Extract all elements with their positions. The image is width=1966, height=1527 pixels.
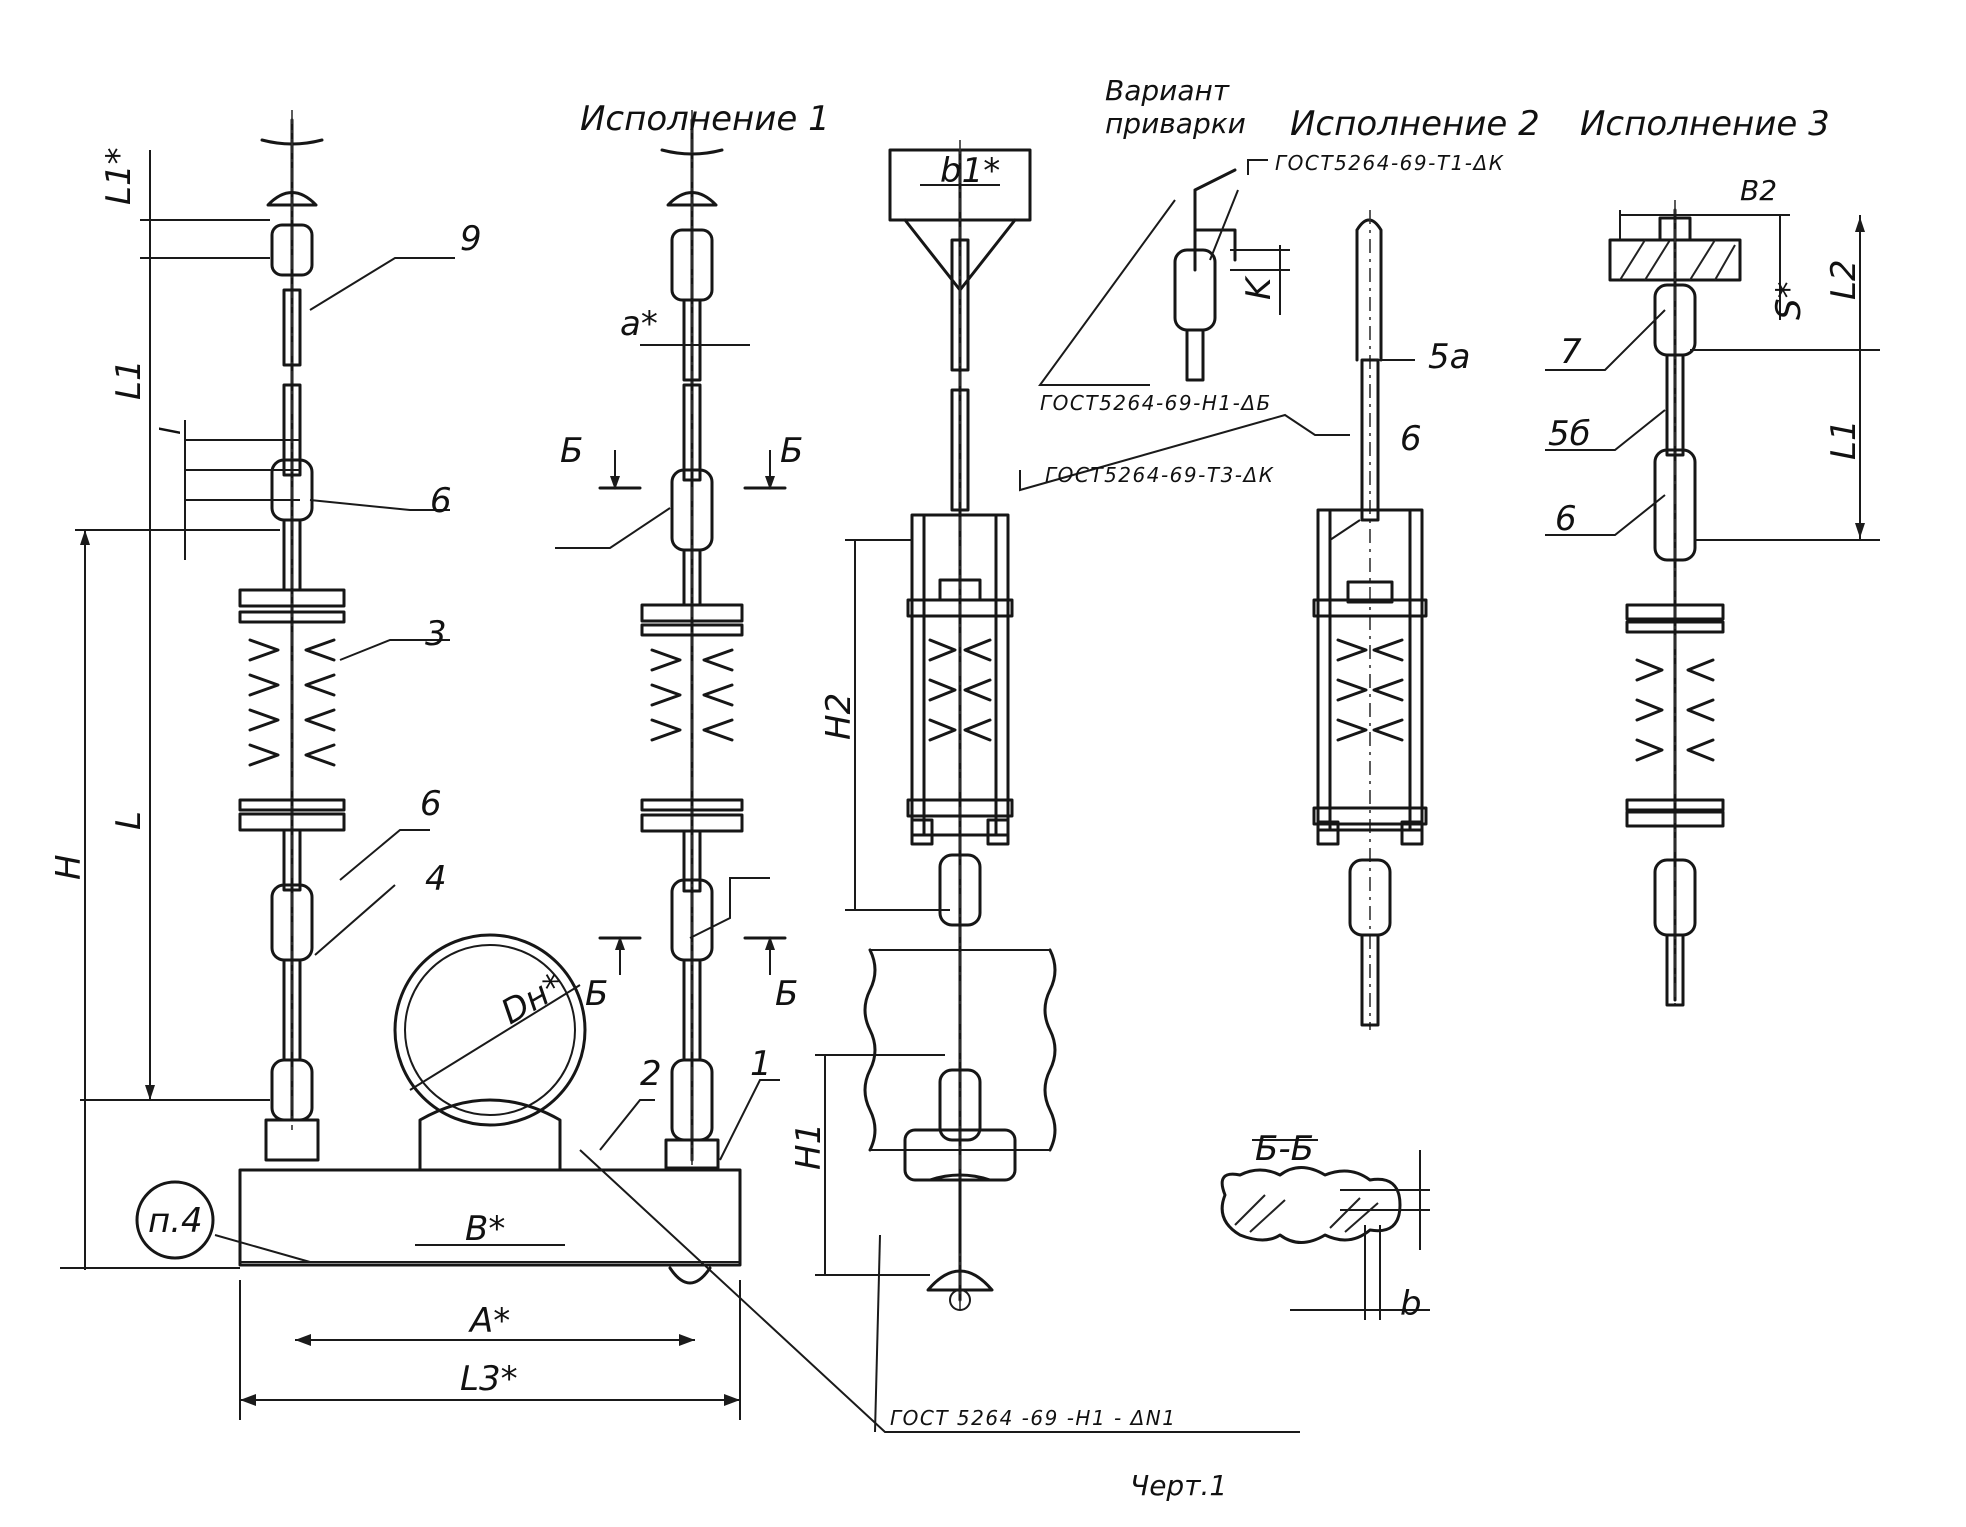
part-5b: 5б xyxy=(1548,414,1591,454)
dim-L: L xyxy=(109,811,149,830)
variant-1-assembly xyxy=(555,110,787,1170)
weld-option-line1: Вариант xyxy=(1105,74,1230,107)
variant-3-assembly xyxy=(1545,200,1880,1010)
middle-assembly xyxy=(815,140,1057,1311)
dim-A-star: A* xyxy=(468,1301,510,1341)
left-dimensions xyxy=(60,150,300,1270)
variant-1-title: Исполнение 1 xyxy=(580,99,830,139)
note-ref-circle xyxy=(135,1180,215,1260)
dim-L1: L1 xyxy=(109,359,149,400)
dim-b2: B2 xyxy=(1740,174,1777,207)
part-5a: 5a xyxy=(1428,337,1470,377)
gost-h1-b-label: ГОСТ5264-69-Н1-ΔБ xyxy=(1040,391,1272,415)
dim-H: H xyxy=(49,854,89,880)
dim-Dn: Dн* xyxy=(495,965,572,1032)
cut-label-upper-left: Б xyxy=(560,431,583,471)
cut-label-upper-right: Б xyxy=(780,431,803,471)
base-plate xyxy=(238,1168,742,1420)
dim-L1-v3: L1 xyxy=(1824,419,1864,460)
pipe xyxy=(393,933,587,1172)
dim-s-star: S* xyxy=(1769,281,1809,320)
part-9: 9 xyxy=(460,219,482,259)
part-6-upper: 6 xyxy=(430,481,452,521)
dim-b: b xyxy=(1400,1284,1422,1324)
cut-label-lower-right: Б xyxy=(775,974,798,1014)
gost-t3-label: ГОСТ5264-69-Т3-ΔК xyxy=(1045,463,1274,487)
part-6-v3: 6 xyxy=(1555,499,1577,539)
weld-option-line2: приварки xyxy=(1105,107,1246,140)
note-ref-label: п.4 xyxy=(148,1201,203,1241)
cut-label-lower-left: Б xyxy=(585,974,608,1014)
part-3: 3 xyxy=(425,614,447,654)
dim-B-star: B* xyxy=(465,1209,505,1249)
dim-a-star: a* xyxy=(620,304,658,344)
text-layer: Исполнение 1 Вариант приварки Исполнение… xyxy=(49,74,1864,1502)
dim-L2: L2 xyxy=(1824,259,1864,300)
variant-2-title: Исполнение 2 xyxy=(1290,104,1540,144)
dim-l1-star: L1* xyxy=(99,147,139,205)
part-4: 4 xyxy=(425,859,447,899)
dim-H1: H1 xyxy=(789,1123,829,1170)
part-7: 7 xyxy=(1560,332,1582,372)
weld-variant xyxy=(1038,159,1290,386)
part-6-v2: 6 xyxy=(1400,419,1422,459)
variant-2-assembly xyxy=(1019,210,1428,1030)
variant-3-title: Исполнение 3 xyxy=(1580,104,1830,144)
dim-Lz-star: L3* xyxy=(460,1359,518,1399)
dim-H2: H2 xyxy=(819,693,859,740)
sheet-label: Черт.1 xyxy=(1130,1469,1227,1502)
gost-h1-n1-label: ГОСТ 5264 -69 -Н1 - ΔN1 xyxy=(890,1406,1176,1430)
part-6-lower: 6 xyxy=(420,784,442,824)
gost-t1-label: ГОСТ5264-69-Т1-ΔК xyxy=(1275,151,1504,175)
dim-b1-star: b1* xyxy=(940,151,1000,191)
section-bb-title: Б-Б xyxy=(1255,1129,1314,1169)
callout-leaders xyxy=(214,257,1415,1433)
left-assembly xyxy=(238,110,346,1162)
part-2: 2 xyxy=(640,1054,662,1094)
part-1: 1 xyxy=(750,1044,772,1084)
dim-l: l xyxy=(154,427,187,435)
dim-K: K xyxy=(1239,275,1279,300)
section-bb xyxy=(1220,1139,1430,1320)
